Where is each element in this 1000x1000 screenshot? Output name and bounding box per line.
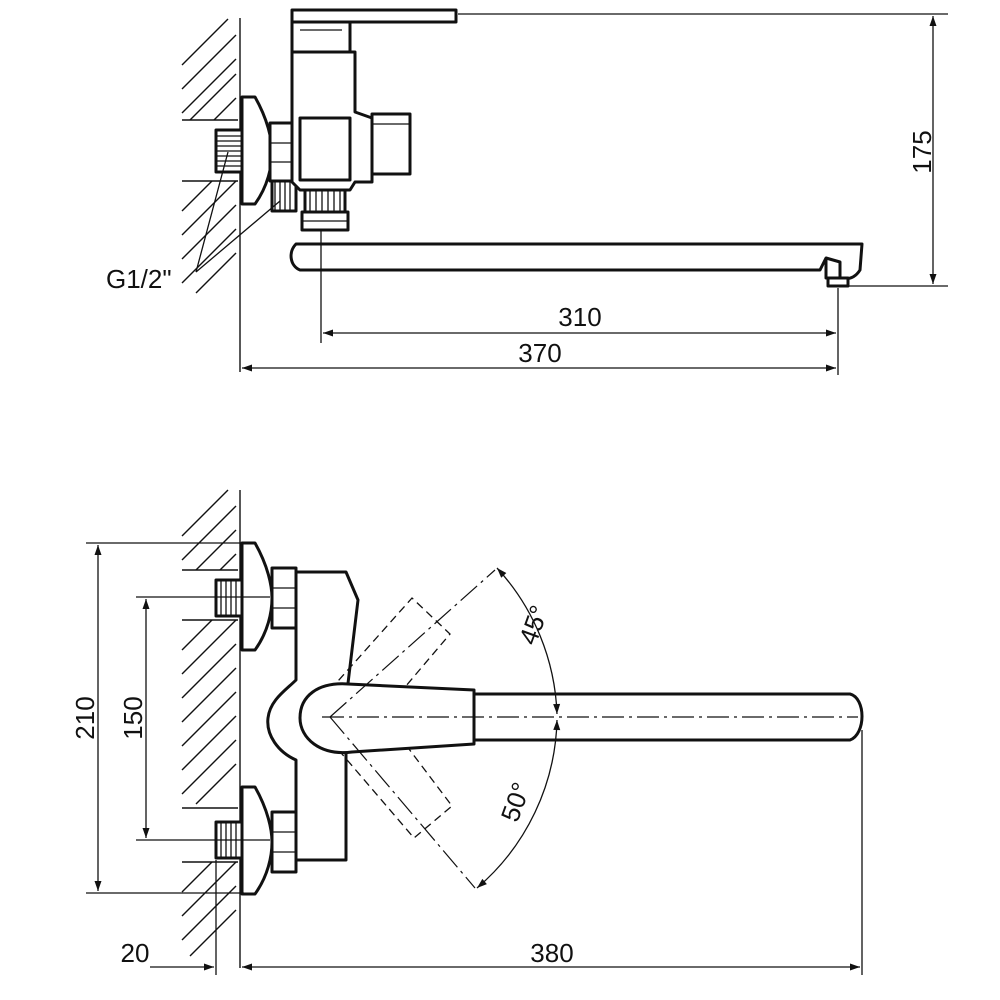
thread-leader [195, 151, 281, 273]
dim-length-label: 380 [530, 938, 573, 968]
wall-hatch-top [181, 18, 241, 372]
wall-hatch-bottom [181, 489, 241, 968]
dim-spout-310: 310 [320, 230, 839, 375]
angle-arcs [476, 567, 561, 889]
angle-down-label: 50° [495, 778, 537, 825]
lever-handle [290, 8, 458, 54]
dim-height-175: 175 [458, 13, 948, 287]
dim-height-150: 150 [118, 596, 270, 841]
dim-offset-label: 20 [121, 938, 150, 968]
thread-connector [214, 128, 244, 174]
dim-height-210: 210 [70, 542, 244, 894]
lever-handle-plan [298, 682, 476, 755]
cartridge-block [298, 116, 352, 182]
dim-height-outer-label: 210 [70, 696, 100, 739]
dim-overall-370: 370 [242, 338, 836, 372]
dim-height-inner-label: 150 [118, 696, 148, 739]
wall-flange [240, 95, 274, 206]
dim-spout-label: 310 [558, 302, 601, 332]
spout [289, 242, 864, 281]
plan-view: 45° 50° 210 150 20 380 [70, 489, 864, 975]
angle-up-label: 45° [513, 601, 555, 648]
diverter-knob [370, 112, 412, 176]
side-view: G1/2" 175 310 370 [106, 8, 948, 375]
dim-height-label: 175 [907, 130, 937, 173]
thread-label: G1/2" [106, 264, 172, 294]
spout-outlet [826, 276, 850, 288]
dim-overall-label: 370 [518, 338, 561, 368]
dim-bottom: 20 380 [121, 730, 863, 975]
eccentric-thread [270, 179, 298, 213]
spout-plan [472, 692, 864, 742]
lever-alt-positions [329, 597, 453, 839]
spout-connector [300, 188, 350, 232]
